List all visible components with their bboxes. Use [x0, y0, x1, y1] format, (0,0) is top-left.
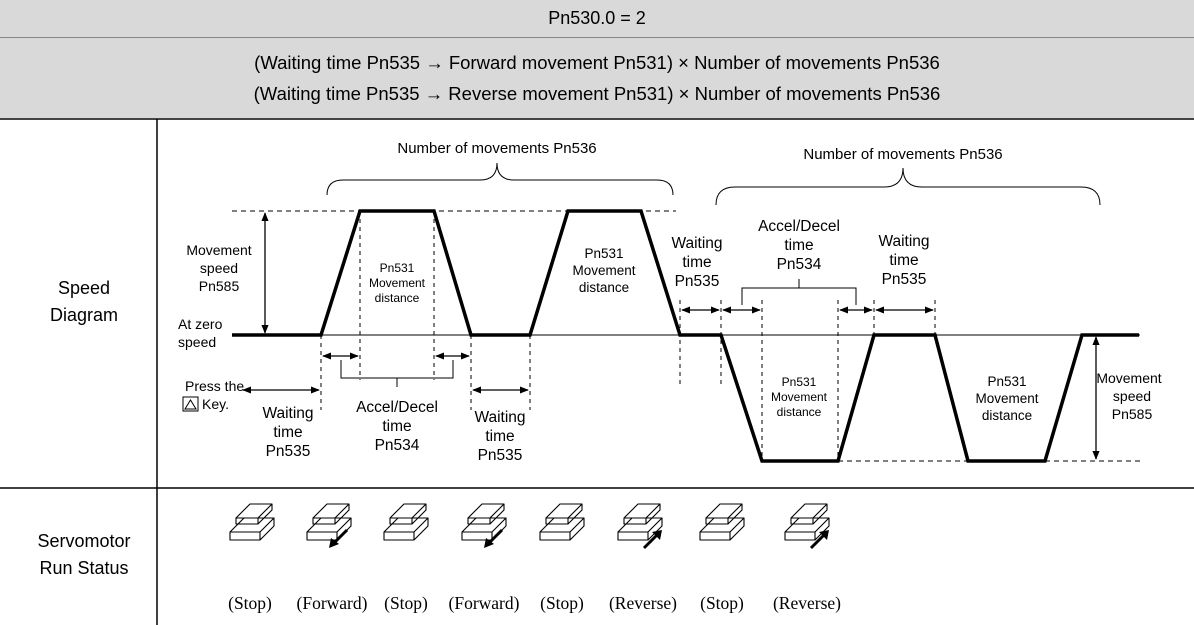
svg-text:Pn531: Pn531: [782, 375, 817, 389]
label-at-zero-speed: At zero speed: [178, 316, 223, 350]
svg-text:time: time: [382, 418, 411, 435]
run-status-labels: (Stop) (Forward) (Stop) (Forward) (Stop) (Rev…: [228, 593, 841, 613]
run-status-label: (Stop): [540, 593, 584, 613]
label-movement-speed-right: Movement speed Pn585: [1096, 370, 1161, 422]
formula-reverse: (Waiting time Pn535 → Reverse movement P…: [253, 83, 941, 104]
brace-forward-movements: [326, 162, 674, 196]
svg-text:Movement: Movement: [771, 390, 828, 404]
run-status-label: (Stop): [384, 593, 428, 613]
svg-text:time: time: [485, 428, 514, 445]
run-status-label: (Stop): [228, 593, 272, 613]
svg-text:time: time: [889, 252, 918, 269]
servomotor-reverse-icon: [617, 503, 663, 550]
speed-profile-line: [232, 209, 1139, 463]
svg-text:Key.: Key.: [202, 396, 229, 412]
row-label-servomotor: Servomotor: [37, 531, 130, 551]
svg-text:speed: speed: [200, 260, 238, 276]
svg-text:Pn535: Pn535: [266, 443, 311, 460]
svg-text:Accel/Decel: Accel/Decel: [758, 218, 840, 235]
brace-reverse-movements: [715, 167, 1101, 206]
svg-text:Pn531: Pn531: [584, 246, 623, 261]
svg-text:Pn535: Pn535: [675, 273, 720, 290]
svg-text:Pn534: Pn534: [375, 437, 420, 454]
header-title: Pn530.0 = 2: [0, 0, 1194, 38]
svg-text:Waiting: Waiting: [262, 405, 313, 422]
svg-text:Pn534: Pn534: [777, 256, 822, 273]
servomotor-stop-icon: [699, 503, 745, 541]
header-formula: (Waiting time Pn535 → Forward movement P…: [0, 38, 1194, 120]
label-waiting-4: Waiting time Pn535: [878, 233, 929, 288]
svg-text:Pn535: Pn535: [478, 447, 523, 464]
servomotor-stop-icon: [383, 503, 429, 541]
run-status-label: (Forward): [297, 593, 368, 613]
svg-text:speed: speed: [178, 334, 216, 350]
svg-text:Pn531: Pn531: [380, 261, 415, 275]
svg-text:distance: distance: [579, 280, 629, 295]
label-move-dist-rev2: Pn531 Movement distance: [975, 374, 1038, 423]
servomotor-reverse-icon: [784, 503, 830, 550]
accel-decel-bracket-rev: [741, 287, 857, 305]
svg-text:Waiting: Waiting: [878, 233, 929, 250]
run-status-label: (Stop): [700, 593, 744, 613]
label-waiting-3: Waiting time Pn535: [671, 235, 722, 290]
svg-text:Pn535: Pn535: [882, 271, 927, 288]
run-status-label: (Forward): [449, 593, 520, 613]
svg-text:Movement: Movement: [369, 276, 426, 290]
row-label-speed: Speed: [58, 278, 110, 298]
time-guides: [320, 211, 936, 461]
label-accel-decel-rev: Accel/Decel time Pn534: [758, 218, 840, 273]
svg-text:distance: distance: [777, 405, 822, 419]
label-waiting-1: Waiting time Pn535: [262, 405, 313, 460]
interval-arrows: [242, 306, 934, 394]
svg-text:Waiting: Waiting: [671, 235, 722, 252]
svg-text:time: time: [784, 237, 813, 254]
label-movement-speed-left: Movement speed Pn585: [186, 242, 251, 294]
label-num-movements-rev: Number of movements Pn536: [803, 146, 1002, 163]
servomotor-forward-icon: [306, 503, 352, 548]
row-label-diagram: Diagram: [50, 305, 118, 325]
formula-forward: (Waiting time Pn535 → Forward movement P…: [254, 52, 940, 73]
run-status-icons: [229, 503, 830, 550]
svg-text:time: time: [273, 424, 302, 441]
row-label-run-status: Run Status: [39, 558, 128, 578]
svg-text:Press the: Press the: [185, 378, 244, 394]
servomotor-forward-icon: [461, 503, 507, 548]
svg-text:Movement: Movement: [186, 242, 251, 258]
run-status-label: (Reverse): [609, 593, 677, 613]
svg-text:distance: distance: [375, 291, 420, 305]
svg-text:Waiting: Waiting: [474, 409, 525, 426]
svg-text:Movement: Movement: [1096, 370, 1161, 386]
svg-text:time: time: [682, 254, 711, 271]
label-num-movements-fwd: Number of movements Pn536: [397, 140, 596, 157]
servomotor-stop-icon: [229, 503, 275, 541]
label-move-dist-fwd2: Pn531 Movement distance: [572, 246, 635, 295]
svg-text:Movement: Movement: [572, 263, 635, 278]
svg-text:speed: speed: [1113, 388, 1151, 404]
label-accel-decel-fwd: Accel/Decel time Pn534: [356, 399, 438, 454]
svg-text:Movement: Movement: [975, 391, 1038, 406]
label-press-key: Press the Key.: [182, 378, 244, 412]
svg-text:Pn585: Pn585: [199, 278, 240, 294]
svg-text:At zero: At zero: [178, 316, 223, 332]
svg-text:Pn585: Pn585: [1112, 406, 1153, 422]
label-move-dist-rev1: Pn531 Movement distance: [771, 375, 828, 419]
svg-text:Accel/Decel: Accel/Decel: [356, 399, 438, 416]
svg-text:Pn531: Pn531: [987, 374, 1026, 389]
servomotor-stop-icon: [539, 503, 585, 541]
svg-text:distance: distance: [982, 408, 1032, 423]
up-key-icon: [182, 396, 199, 412]
accel-decel-bracket-fwd: [340, 360, 454, 379]
run-status-label: (Reverse): [773, 593, 841, 613]
label-waiting-2: Waiting time Pn535: [474, 409, 525, 464]
label-move-dist-fwd1: Pn531 Movement distance: [369, 261, 426, 305]
